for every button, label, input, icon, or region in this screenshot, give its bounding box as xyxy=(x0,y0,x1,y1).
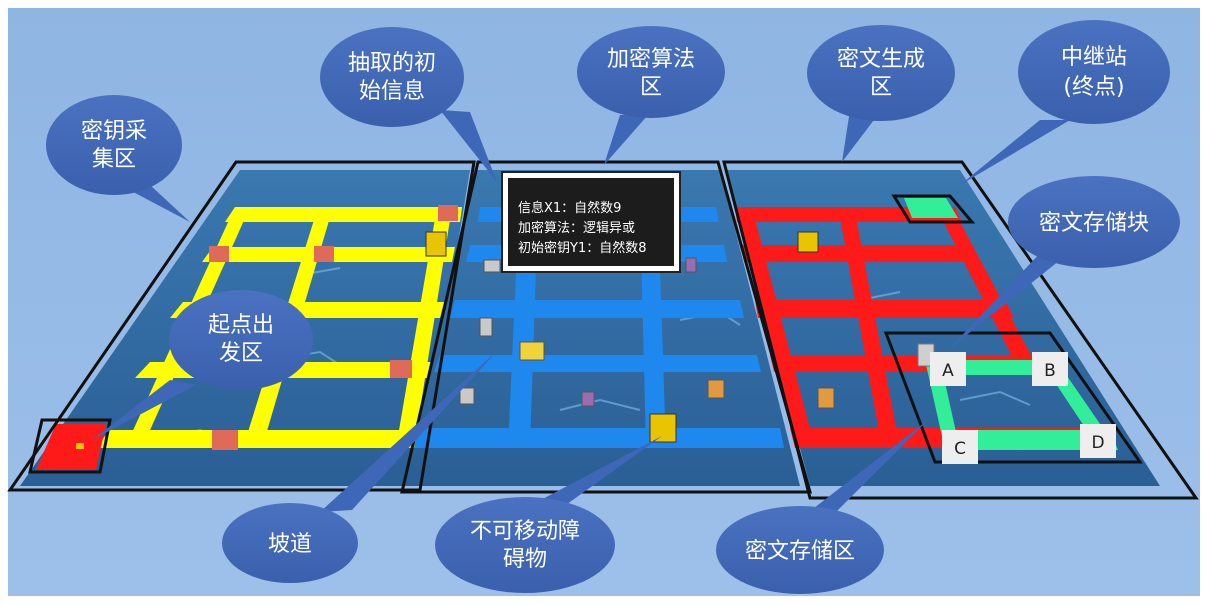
callout-bubbles xyxy=(46,20,1180,594)
slot-b: B xyxy=(1044,361,1056,381)
label-cipher-block: 密文存储块 xyxy=(1039,211,1149,236)
label-cipher-gen-2: 区 xyxy=(870,75,892,100)
info-line-1: 信息X1：自然数9 xyxy=(518,200,621,216)
label-encrypt-zone-1: 加密算法 xyxy=(607,47,695,72)
zone-outlines xyxy=(7,160,1199,500)
label-key-zone-2: 集区 xyxy=(92,147,136,172)
label-obstacle-2: 碍物 xyxy=(503,547,547,572)
label-key-zone-1: 密钥采 xyxy=(81,119,147,144)
slot-c: C xyxy=(954,439,966,459)
label-initial-info-2: 始信息 xyxy=(359,79,425,104)
key-pads xyxy=(209,205,458,450)
label-obstacle-1: 不可移动障 xyxy=(470,519,580,544)
info-panel: 信息X1：自然数9 加密算法：逻辑异或 初始密钥Y1：自然数8 xyxy=(501,171,681,273)
slot-a: A xyxy=(942,361,954,381)
label-start-2: 发区 xyxy=(219,341,263,366)
small-objects xyxy=(459,257,835,409)
label-start-1: 起点出 xyxy=(208,313,274,338)
start-pad xyxy=(36,424,106,470)
label-relay-2: (终点) xyxy=(1063,75,1124,100)
label-initial-info-1: 抽取的初 xyxy=(348,51,436,76)
label-relay-1: 中继站 xyxy=(1061,45,1127,70)
slot-labels: A B C D xyxy=(930,352,1116,464)
label-ramp: 坡道 xyxy=(268,532,312,557)
label-cipher-store: 密文存储区 xyxy=(745,539,855,564)
label-encrypt-zone-2: 区 xyxy=(640,75,662,100)
slot-d: D xyxy=(1091,433,1104,453)
obstacle-cubes xyxy=(425,231,819,443)
relay-station xyxy=(904,198,958,218)
callout-labels: 密钥采 集区 抽取的初 始信息 加密算法 区 密文生成 区 中继站 (终点) 密… xyxy=(81,45,1149,572)
label-cipher-gen-1: 密文生成 xyxy=(837,47,925,72)
callout-tails xyxy=(92,110,1075,525)
info-line-3: 初始密钥Y1：自然数8 xyxy=(518,240,646,256)
info-line-2: 加密算法：逻辑异或 xyxy=(518,220,635,236)
